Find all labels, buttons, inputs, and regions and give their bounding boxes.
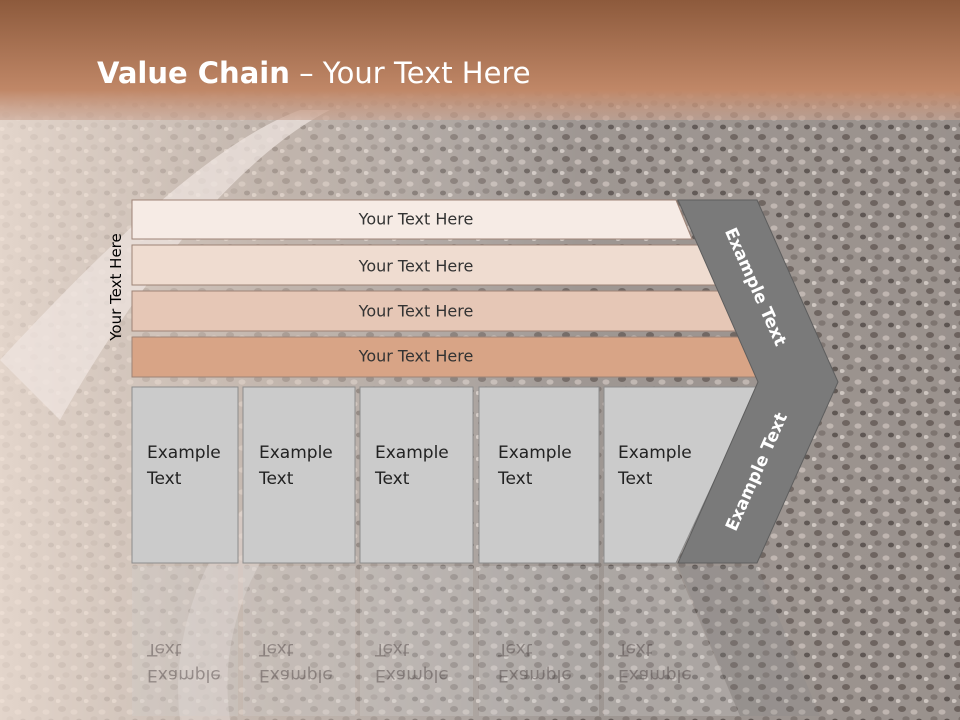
reflection-label-3: Example Text	[375, 639, 449, 685]
support-row-1-label: Your Text Here	[358, 209, 474, 229]
support-row-4-label: Your Text Here	[358, 346, 474, 366]
reflection-label-5: Example Text	[618, 639, 692, 685]
support-row-2-label: Your Text Here	[358, 256, 474, 276]
reflection-label-1: Example Text	[147, 639, 221, 685]
margin-chevron	[677, 199, 839, 564]
primary-box-3-label: Example Text	[375, 443, 449, 489]
primary-box-5-label: Example Text	[618, 443, 692, 489]
primary-box-2-label: Example Text	[259, 443, 333, 489]
reflection-label-4: Example Text	[498, 639, 572, 685]
primary-box-1-label: Example Text	[147, 443, 221, 489]
slide-title: Value Chain – Your Text Here	[97, 56, 531, 90]
primary-box-5	[603, 386, 759, 564]
reflection-label-2: Example Text	[259, 639, 333, 685]
primary-box-4	[478, 386, 600, 564]
support-row-3-label: Your Text Here	[358, 301, 474, 321]
primary-box-4-label: Example Text	[498, 443, 572, 489]
primary-box-3	[359, 386, 474, 564]
reflection	[132, 566, 820, 716]
support-row-1	[131, 199, 693, 240]
primary-box-2	[242, 386, 356, 564]
primary-box-1	[131, 386, 239, 564]
